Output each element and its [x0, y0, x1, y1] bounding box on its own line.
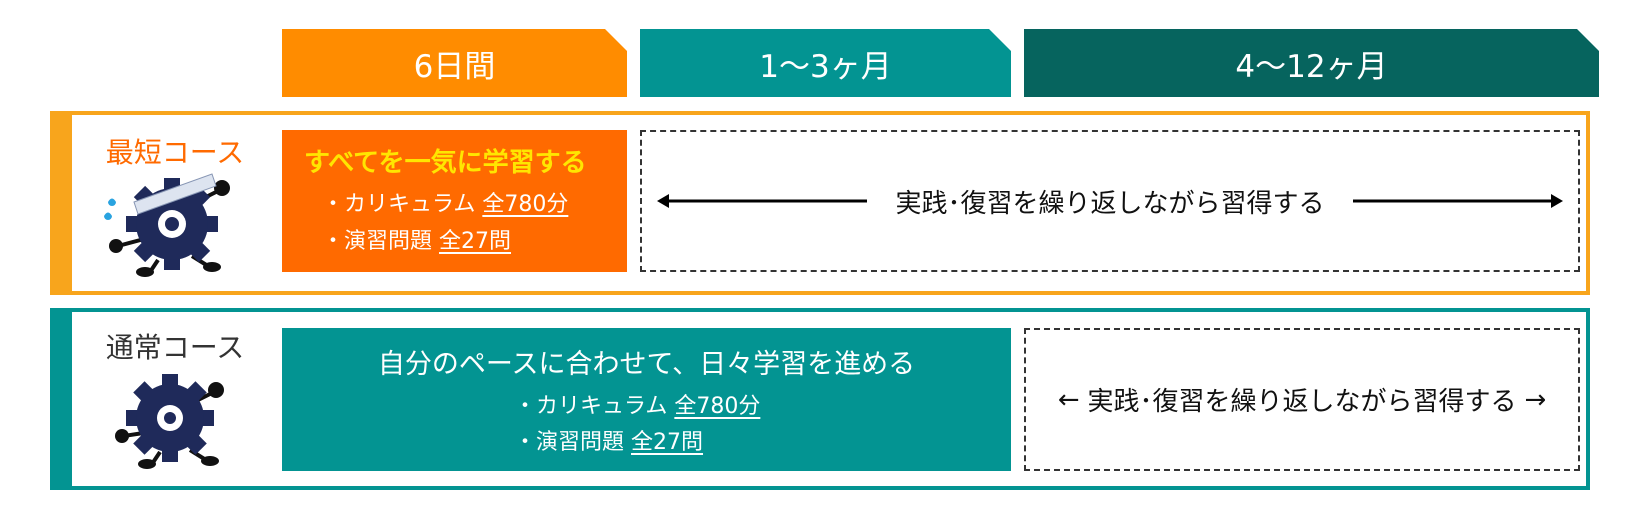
short-curriculum-label: ・カリキュラム	[322, 192, 476, 217]
normal-curriculum-row: ・カリキュラム 全780分	[514, 388, 760, 420]
normal-curriculum-label: ・カリキュラム	[514, 394, 668, 419]
short-exercise-label: ・演習問題	[322, 229, 433, 254]
normal-exercise-label: ・演習問題	[514, 430, 625, 455]
short-practice-box: 実践･復習を繰り返しながら習得する	[640, 130, 1580, 272]
short-course-frame	[50, 111, 1590, 295]
timeline-6-days-label: 6日間	[413, 48, 496, 85]
running-gear-mascot-icon	[104, 173, 230, 277]
gear-mascot-icon	[115, 374, 224, 469]
short-curriculum-value: 全780分	[482, 192, 569, 217]
normal-practice-box: ← 実践･復習を繰り返しながら習得する →	[1024, 328, 1580, 471]
normal-course-headline: 自分のペースに合わせて、日々学習を進める	[377, 349, 916, 380]
normal-course-title: 通常コース	[105, 331, 245, 364]
normal-exercise-row: ・演習問題 全27問	[514, 424, 703, 456]
arrow-right-icon: →	[1524, 384, 1547, 415]
short-practice-text: 実践･復習を繰り返しながら習得する	[895, 188, 1325, 219]
short-course-block: すべてを一気に学習する ・カリキュラム 全780分 ・演習問題 全27問	[282, 130, 627, 272]
timeline-1-3-months: 1〜3ヶ月	[640, 29, 1011, 97]
arrow-right-icon	[1352, 194, 1563, 208]
normal-curriculum-value: 全780分	[674, 394, 761, 419]
timeline-4-12-months: 4〜12ヶ月	[1024, 29, 1599, 97]
short-exercise-value: 全27問	[439, 229, 512, 254]
normal-practice-text: 実践･復習を繰り返しながら習得する	[1087, 387, 1517, 417]
arrow-left-icon: ←	[1057, 384, 1080, 415]
short-exercise-row: ・演習問題 全27問	[322, 223, 511, 255]
short-course-title: 最短コース	[105, 136, 245, 169]
normal-exercise-value: 全27問	[631, 430, 704, 455]
short-course-headline: すべてを一気に学習する	[304, 148, 587, 178]
timeline-1-3-months-label: 1〜3ヶ月	[759, 48, 892, 85]
timeline-6-days: 6日間	[282, 29, 627, 97]
normal-course-block: 自分のペースに合わせて、日々学習を進める ・カリキュラム 全780分 ・演習問題…	[282, 328, 1011, 471]
arrow-left-icon	[657, 194, 868, 208]
normal-course-frame	[50, 308, 1590, 490]
timeline-4-12-months-label: 4〜12ヶ月	[1235, 48, 1388, 85]
short-curriculum-row: ・カリキュラム 全780分	[322, 186, 568, 218]
